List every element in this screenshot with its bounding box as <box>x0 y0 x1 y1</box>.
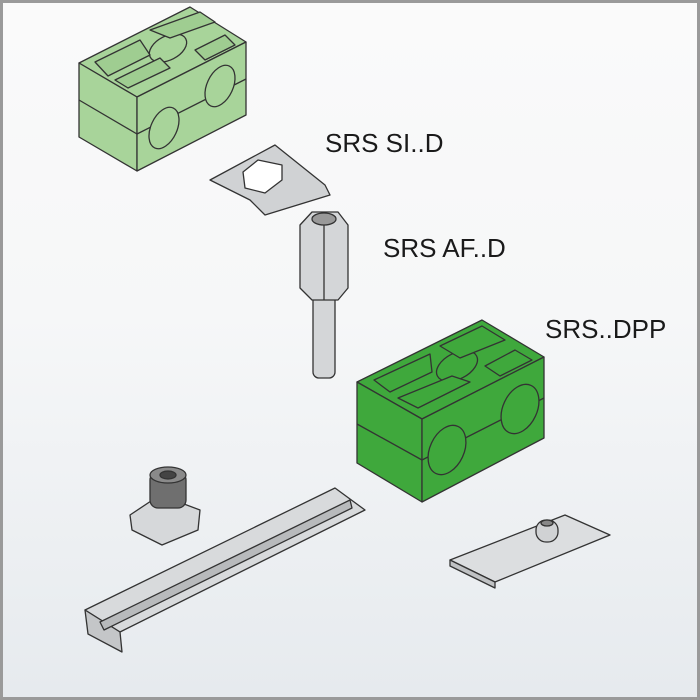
t-slot-nut <box>129 466 201 546</box>
label-clamp-block: SRS..DPP <box>545 314 667 344</box>
label-stacking-bolt: SRS AF..D <box>383 233 506 263</box>
label-washer-plate: SRS SI..D <box>325 128 444 158</box>
mounting-rail <box>84 487 366 653</box>
green-clamp-block <box>356 319 545 503</box>
light-clamp-block <box>78 6 247 172</box>
washer-plate <box>209 144 331 216</box>
stacking-bolt <box>299 211 349 379</box>
cover-plate <box>449 514 611 589</box>
